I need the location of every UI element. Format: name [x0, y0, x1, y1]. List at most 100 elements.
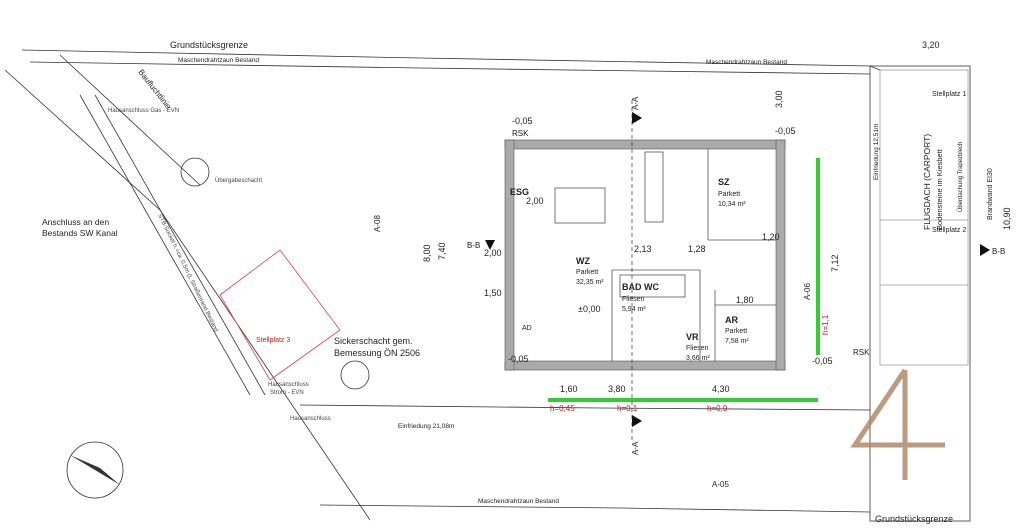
room-badwc-floor: Fliesen — [622, 296, 645, 303]
label-zero-level: ±0,00 — [578, 304, 600, 314]
dim-200-a: 2,00 — [526, 196, 544, 206]
room-badwc: BAD WC — [622, 282, 659, 292]
room-sz-floor: Parkett — [718, 191, 740, 198]
label-einfriedung-right: Einfriedung 12,51m — [873, 124, 880, 180]
label-dim-320: 3,20 — [922, 40, 940, 50]
sewer-line2 — [94, 94, 266, 396]
sewer-line — [79, 94, 251, 396]
north-arrow-circle — [66, 441, 124, 499]
dining-table — [554, 187, 606, 224]
room-vr-area: 3,66 m² — [686, 355, 710, 362]
drain-shaft-circle — [180, 157, 210, 187]
label-level-top-left: -0,05 — [512, 116, 533, 126]
dim-712: 7,12 — [830, 254, 840, 272]
dim-160: 1,60 — [560, 384, 578, 394]
property-line-south2 — [319, 504, 871, 513]
dim-1090: 10,90 — [1002, 207, 1012, 230]
label-uebergabeschacht: Übergabeschacht — [215, 177, 262, 184]
label-hausanschluss-evn: Strom - EVN — [270, 390, 304, 396]
room-sz-area: 10,34 m² — [718, 201, 746, 208]
dim-213: 2,13 — [634, 244, 652, 254]
kitchen-counter — [644, 151, 664, 223]
bathtub — [619, 274, 686, 298]
dim-740: 7,40 — [437, 242, 447, 260]
label-flugdach: FLUGDACH (CARPORT) — [922, 134, 932, 230]
label-sickerschacht-1: Sickerschacht gem. — [334, 336, 413, 346]
height-09: h=0,9 — [707, 404, 728, 413]
height-045: h=0,45 — [550, 404, 575, 413]
label-anschluss-1: Anschluss an den — [42, 217, 109, 227]
label-hausanschluss-gas: Hausanschluss Gas - EVN — [108, 108, 179, 114]
label-fence-bottom: Maschendrahtzaun Bestand — [478, 498, 559, 505]
room-ar: AR — [725, 315, 738, 325]
dim-380: 3,80 — [608, 384, 626, 394]
dim-128: 1,28 — [688, 244, 706, 254]
label-rsk-1: RSK — [512, 129, 529, 138]
room-wz: WZ — [576, 256, 590, 266]
label-stb-sockel: STB-Sockel h.=ca. 0,5m (L Straßenrand Be… — [156, 213, 219, 333]
label-einfriedung: Einfriedung 21,08m — [398, 423, 454, 430]
label-brandwand: Brandwand EI30 — [987, 168, 994, 220]
label-bodenbelag: Bodensteine im Kiesbett — [935, 148, 944, 230]
dim-800: 8,00 — [422, 244, 432, 262]
right-plot-frame — [869, 65, 971, 522]
dim-430: 4,30 — [712, 384, 730, 394]
room-ar-floor: Parkett — [725, 328, 747, 335]
label-bb-left: B-B — [467, 241, 480, 250]
section-marker-bb-right — [980, 244, 990, 256]
dim-300: 3,00 — [774, 90, 784, 108]
dim-200-b: 2,00 — [484, 248, 502, 258]
watermark-4 — [850, 368, 945, 448]
label-stellplatz-1: Stellplatz 1 — [932, 91, 966, 98]
seepage-shaft-circle — [340, 360, 370, 390]
build-line — [59, 54, 201, 186]
label-hausanschluss: Hausanschluss — [290, 416, 331, 422]
label-aa-top: A-A — [631, 96, 640, 110]
section-marker-aa-bottom — [632, 415, 642, 427]
dim-180: 1,80 — [736, 295, 754, 305]
room-esg: ESG — [510, 187, 529, 197]
room-vr: VR — [686, 332, 699, 342]
label-stellplatz-3: Stellplatz 3 — [256, 337, 290, 344]
height-11: h=1,1 — [821, 314, 830, 335]
label-ad: AD — [522, 325, 532, 332]
label-stellplatz-2: Stellplatz 2 — [932, 227, 966, 234]
room-wz-floor: Parkett — [576, 269, 598, 276]
height-01: h=0,1 — [617, 404, 638, 413]
dim-120: 1,20 — [762, 232, 780, 242]
label-sickerschacht-2: Bemessung ÖN 2506 — [334, 348, 420, 358]
label-ueberdachung: Überdachung Trapezblech — [957, 142, 964, 212]
property-line-south — [299, 404, 871, 411]
label-fence-top: Maschendrahtzaun Bestand — [178, 57, 259, 64]
property-line-north — [21, 49, 881, 71]
room-wz-area: 32,35 m² — [576, 279, 604, 286]
north-arrow — [70, 455, 120, 485]
label-rsk-2: RSK — [853, 348, 870, 357]
room-vr-floor: Fliesen — [686, 345, 709, 352]
section-marker-aa-top — [632, 112, 642, 124]
parking-3-outline — [219, 249, 341, 381]
label-hausanschluss-strom: Hausanschluss — [268, 382, 309, 388]
label-aa-bottom: A-A — [631, 441, 640, 455]
room-ar-area: 7,58 m² — [725, 338, 749, 345]
label-anschluss-2: Bestands SW Kanal — [42, 228, 118, 238]
house-wall-south — [504, 360, 786, 371]
room-sz: SZ — [718, 177, 730, 187]
label-a08: A-08 — [373, 215, 382, 232]
label-a05: A-05 — [712, 480, 729, 489]
label-property-top: Grundstücksgrenze — [170, 40, 248, 50]
house-wall-east — [775, 139, 786, 371]
label-level-top-right: -0,05 — [775, 126, 796, 136]
label-level-bottom-left: -0,05 — [508, 354, 529, 364]
label-baufluchtlinie: Baufluchtlinie — [136, 68, 173, 111]
carport-frame — [879, 69, 969, 366]
dim-150: 1,50 — [484, 288, 502, 298]
label-property-bottom: Grundstücksgrenze — [875, 514, 953, 524]
section-marker-bb-left — [485, 240, 495, 250]
property-line-west — [4, 69, 371, 521]
house-wall-north — [504, 139, 786, 150]
label-fence-top-right: Maschendrahtzaun Bestand — [706, 59, 787, 66]
label-a06: A-06 — [803, 283, 812, 300]
